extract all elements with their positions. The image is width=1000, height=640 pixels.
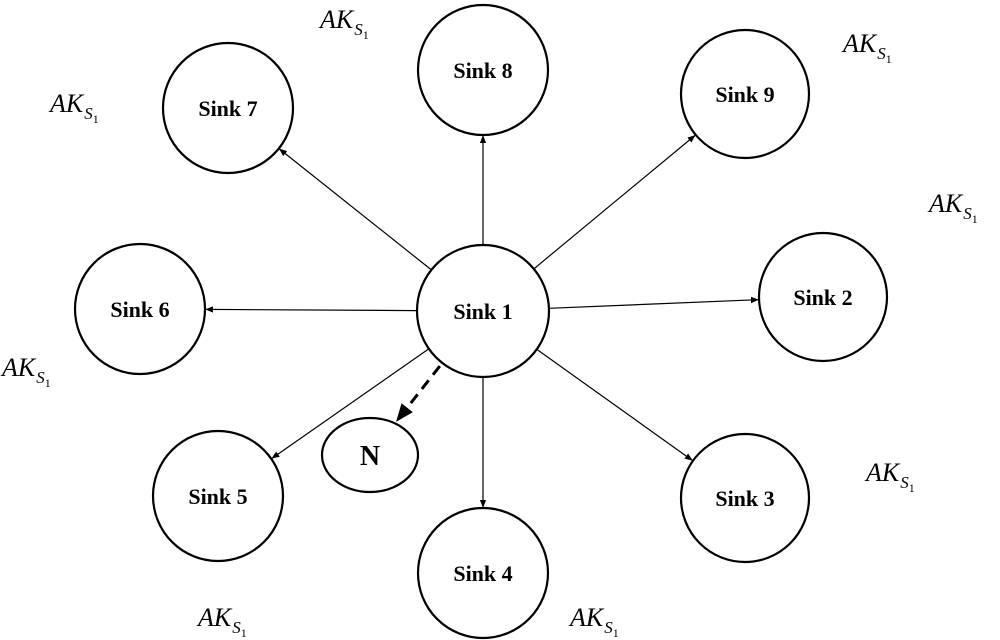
node-sink6-circle <box>73 242 207 376</box>
node-n-label: N <box>360 441 380 472</box>
edge-sink1-to-sink2 <box>548 296 759 309</box>
ak-subsubscript: 1 <box>886 52 892 66</box>
ak-subsubscript: 1 <box>93 112 99 126</box>
node-sink2-label: Sink 2 <box>793 285 852 310</box>
node-sink4: Sink 4 <box>416 506 550 640</box>
ak-base: AK <box>864 458 901 487</box>
node-sink2-circle <box>757 231 889 363</box>
ak-annotation-sink9: AKS1 <box>841 29 892 66</box>
node-sink7: Sink 7 <box>161 41 295 175</box>
edges <box>205 134 759 508</box>
ak-base: AK <box>927 189 964 218</box>
node-sink8-label: Sink 8 <box>453 58 512 83</box>
ak-subscript: S <box>232 618 241 637</box>
node-sink4-circle <box>416 506 550 640</box>
node-sink2: Sink 2 <box>757 231 889 363</box>
edge-sink1-to-sink7 <box>278 148 432 271</box>
ak-subsubscript: 1 <box>363 28 369 42</box>
node-n: N <box>320 416 420 494</box>
node-sink5-circle <box>151 429 285 563</box>
ak-subscript: S <box>604 618 613 637</box>
ak-base: AK <box>841 29 878 58</box>
ak-subscript: S <box>963 204 972 223</box>
ak-annotation-sink7: AKS1 <box>48 89 99 126</box>
node-sink1-label: Sink 1 <box>453 299 512 324</box>
ak-subscript: S <box>877 44 886 63</box>
ak-annotation-sink3: AKS1 <box>864 458 915 495</box>
node-sink9-label: Sink 9 <box>715 82 774 107</box>
ak-subscript: S <box>900 473 909 492</box>
node-sink8-circle <box>416 3 550 137</box>
node-n-ellipse <box>320 416 420 494</box>
ak-subsubscript: 1 <box>45 376 51 390</box>
ak-base: AK <box>0 353 37 382</box>
ak-subscript: S <box>84 104 93 123</box>
node-sink3-circle <box>679 432 811 564</box>
key-annotations: AKS1 AKS1 AKS1 AKS1 AKS1 AKS1 AKS1 AKS1 … <box>0 5 978 640</box>
node-sink5-label: Sink 5 <box>188 484 247 509</box>
ak-subscript: S <box>36 368 45 387</box>
node-sink1-circle <box>415 243 551 379</box>
ak-annotation-sink5: AKS1 <box>196 603 247 640</box>
ak-base: AK <box>568 603 605 632</box>
ak-annotation-sink6: AKS1 <box>0 353 51 390</box>
edge-sink1-to-sink3 <box>536 348 693 461</box>
node-sink6: Sink 6 <box>73 242 207 376</box>
ak-annotation-sink4: AKS1 <box>568 603 619 640</box>
edge-sink1-to-sink5 <box>271 348 430 459</box>
edge-sink1-to-n-dashed <box>396 365 441 422</box>
ak-base: AK <box>318 5 355 34</box>
node-sink7-circle <box>161 41 295 175</box>
ak-base: AK <box>196 603 233 632</box>
ak-annotation-sink8: AKS1 <box>318 5 369 42</box>
node-sink5: Sink 5 <box>151 429 285 563</box>
ak-subsubscript: 1 <box>241 626 247 640</box>
node-sink7-label: Sink 7 <box>198 96 257 121</box>
node-sink9-circle <box>679 28 811 160</box>
ak-annotation-sink2: AKS1 <box>927 189 978 226</box>
ak-subscript: S <box>354 20 363 39</box>
node-sink3: Sink 3 <box>679 432 811 564</box>
node-sink3-label: Sink 3 <box>715 486 774 511</box>
node-sink8: Sink 8 <box>416 3 550 137</box>
edge-sink1-to-sink9 <box>533 134 696 270</box>
ak-subsubscript: 1 <box>909 481 915 495</box>
node-sink1: Sink 1 <box>415 243 551 379</box>
node-sink9: Sink 9 <box>679 28 811 160</box>
edge-sink1-to-sink6 <box>205 306 418 313</box>
node-sink6-label: Sink 6 <box>110 297 169 322</box>
ak-base: AK <box>48 89 85 118</box>
ak-subsubscript: 1 <box>972 212 978 226</box>
node-sink4-label: Sink 4 <box>453 561 512 586</box>
ak-subsubscript: 1 <box>613 626 619 640</box>
